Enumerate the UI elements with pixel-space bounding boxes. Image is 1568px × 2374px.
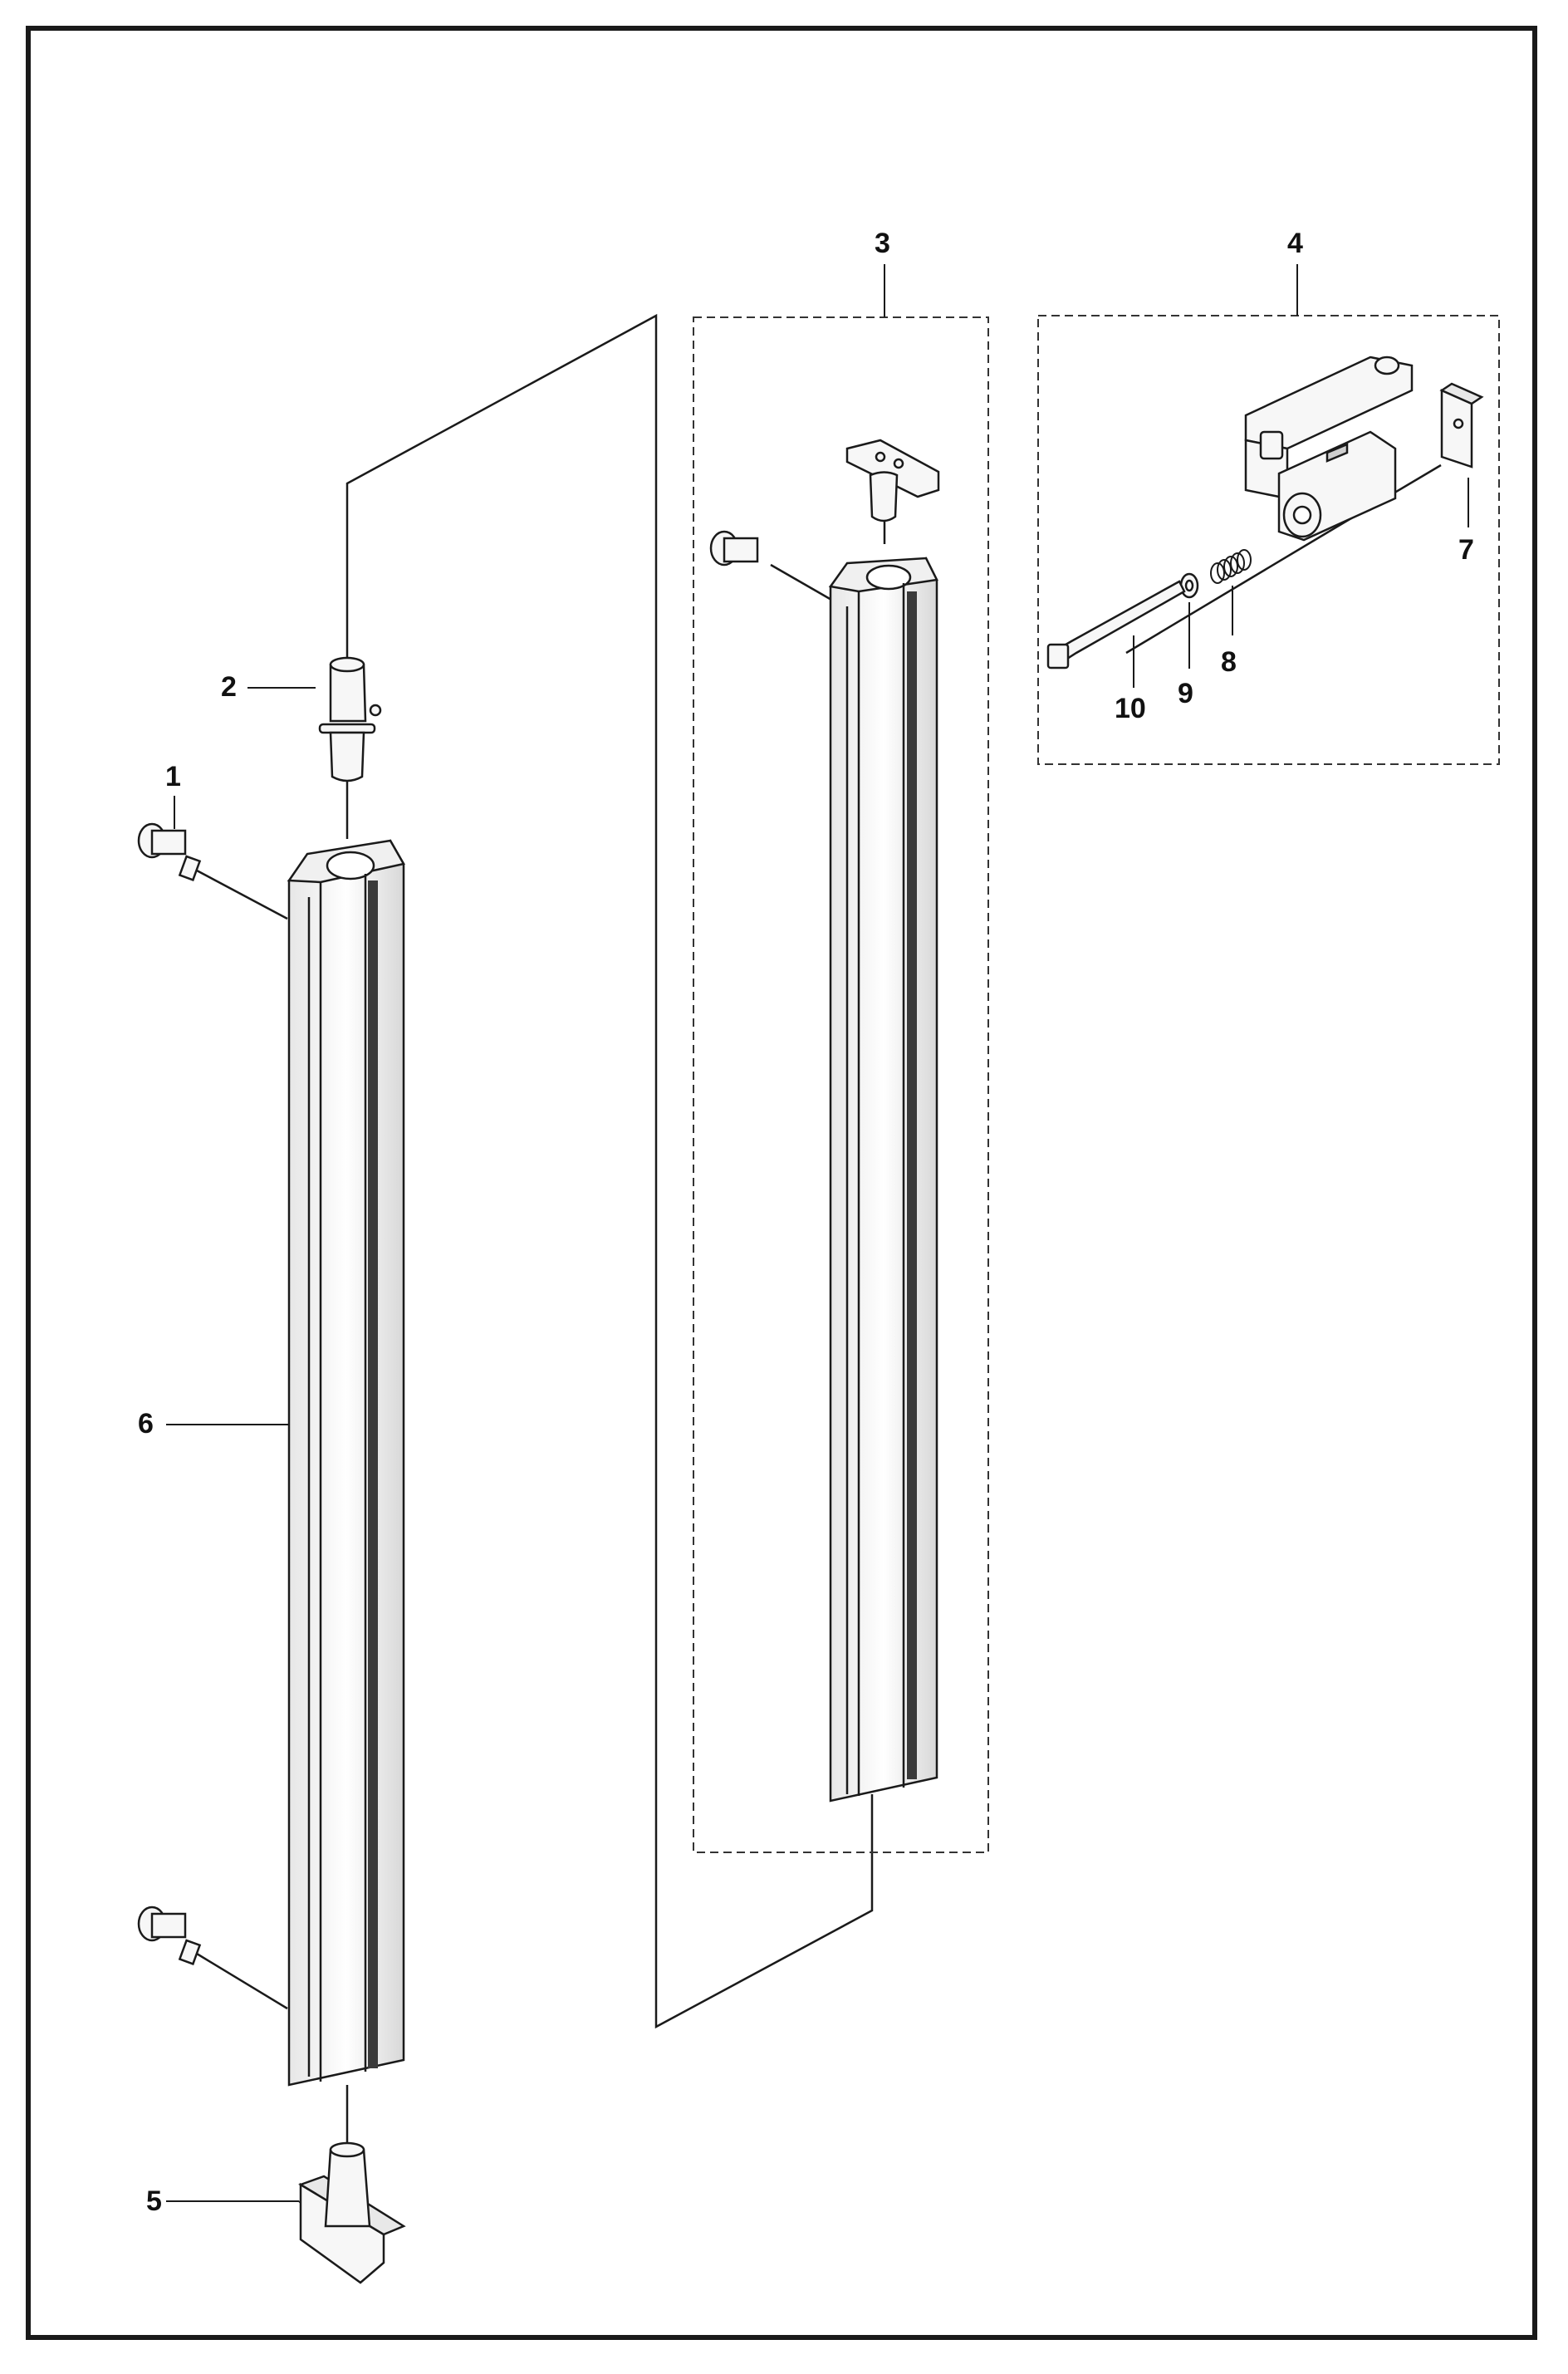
part-1-bolt-bottom bbox=[137, 1906, 202, 1965]
part-7-clamp-plate bbox=[1439, 382, 1484, 468]
part-2-connector bbox=[318, 656, 382, 782]
callout-6: 6 bbox=[138, 1408, 154, 1440]
part-10-long-bolt bbox=[1046, 580, 1186, 670]
part-3-column bbox=[828, 557, 938, 1803]
part-9-washer bbox=[1179, 572, 1199, 599]
kit-box-4 bbox=[1037, 315, 1500, 765]
callout-4: 4 bbox=[1287, 228, 1303, 259]
part-1-bolt-top bbox=[137, 822, 202, 881]
part-5-foot bbox=[298, 2141, 406, 2284]
callout-9: 9 bbox=[1178, 678, 1193, 709]
callout-8: 8 bbox=[1221, 646, 1237, 678]
kit-box-3 bbox=[693, 316, 989, 1853]
part-3-bolt bbox=[709, 530, 759, 567]
callout-7: 7 bbox=[1458, 534, 1474, 566]
callout-1: 1 bbox=[165, 761, 181, 792]
part-8-spring bbox=[1210, 549, 1252, 584]
callout-5: 5 bbox=[146, 2185, 162, 2217]
part-4-bracket bbox=[1244, 356, 1414, 542]
part-3-cap bbox=[845, 439, 940, 522]
callout-10: 10 bbox=[1115, 693, 1146, 724]
callout-2: 2 bbox=[221, 671, 237, 703]
callout-3: 3 bbox=[875, 228, 890, 259]
leader-lines bbox=[166, 264, 1469, 2217]
part-6-column bbox=[287, 839, 405, 2087]
diagram-frame bbox=[26, 26, 1537, 2340]
